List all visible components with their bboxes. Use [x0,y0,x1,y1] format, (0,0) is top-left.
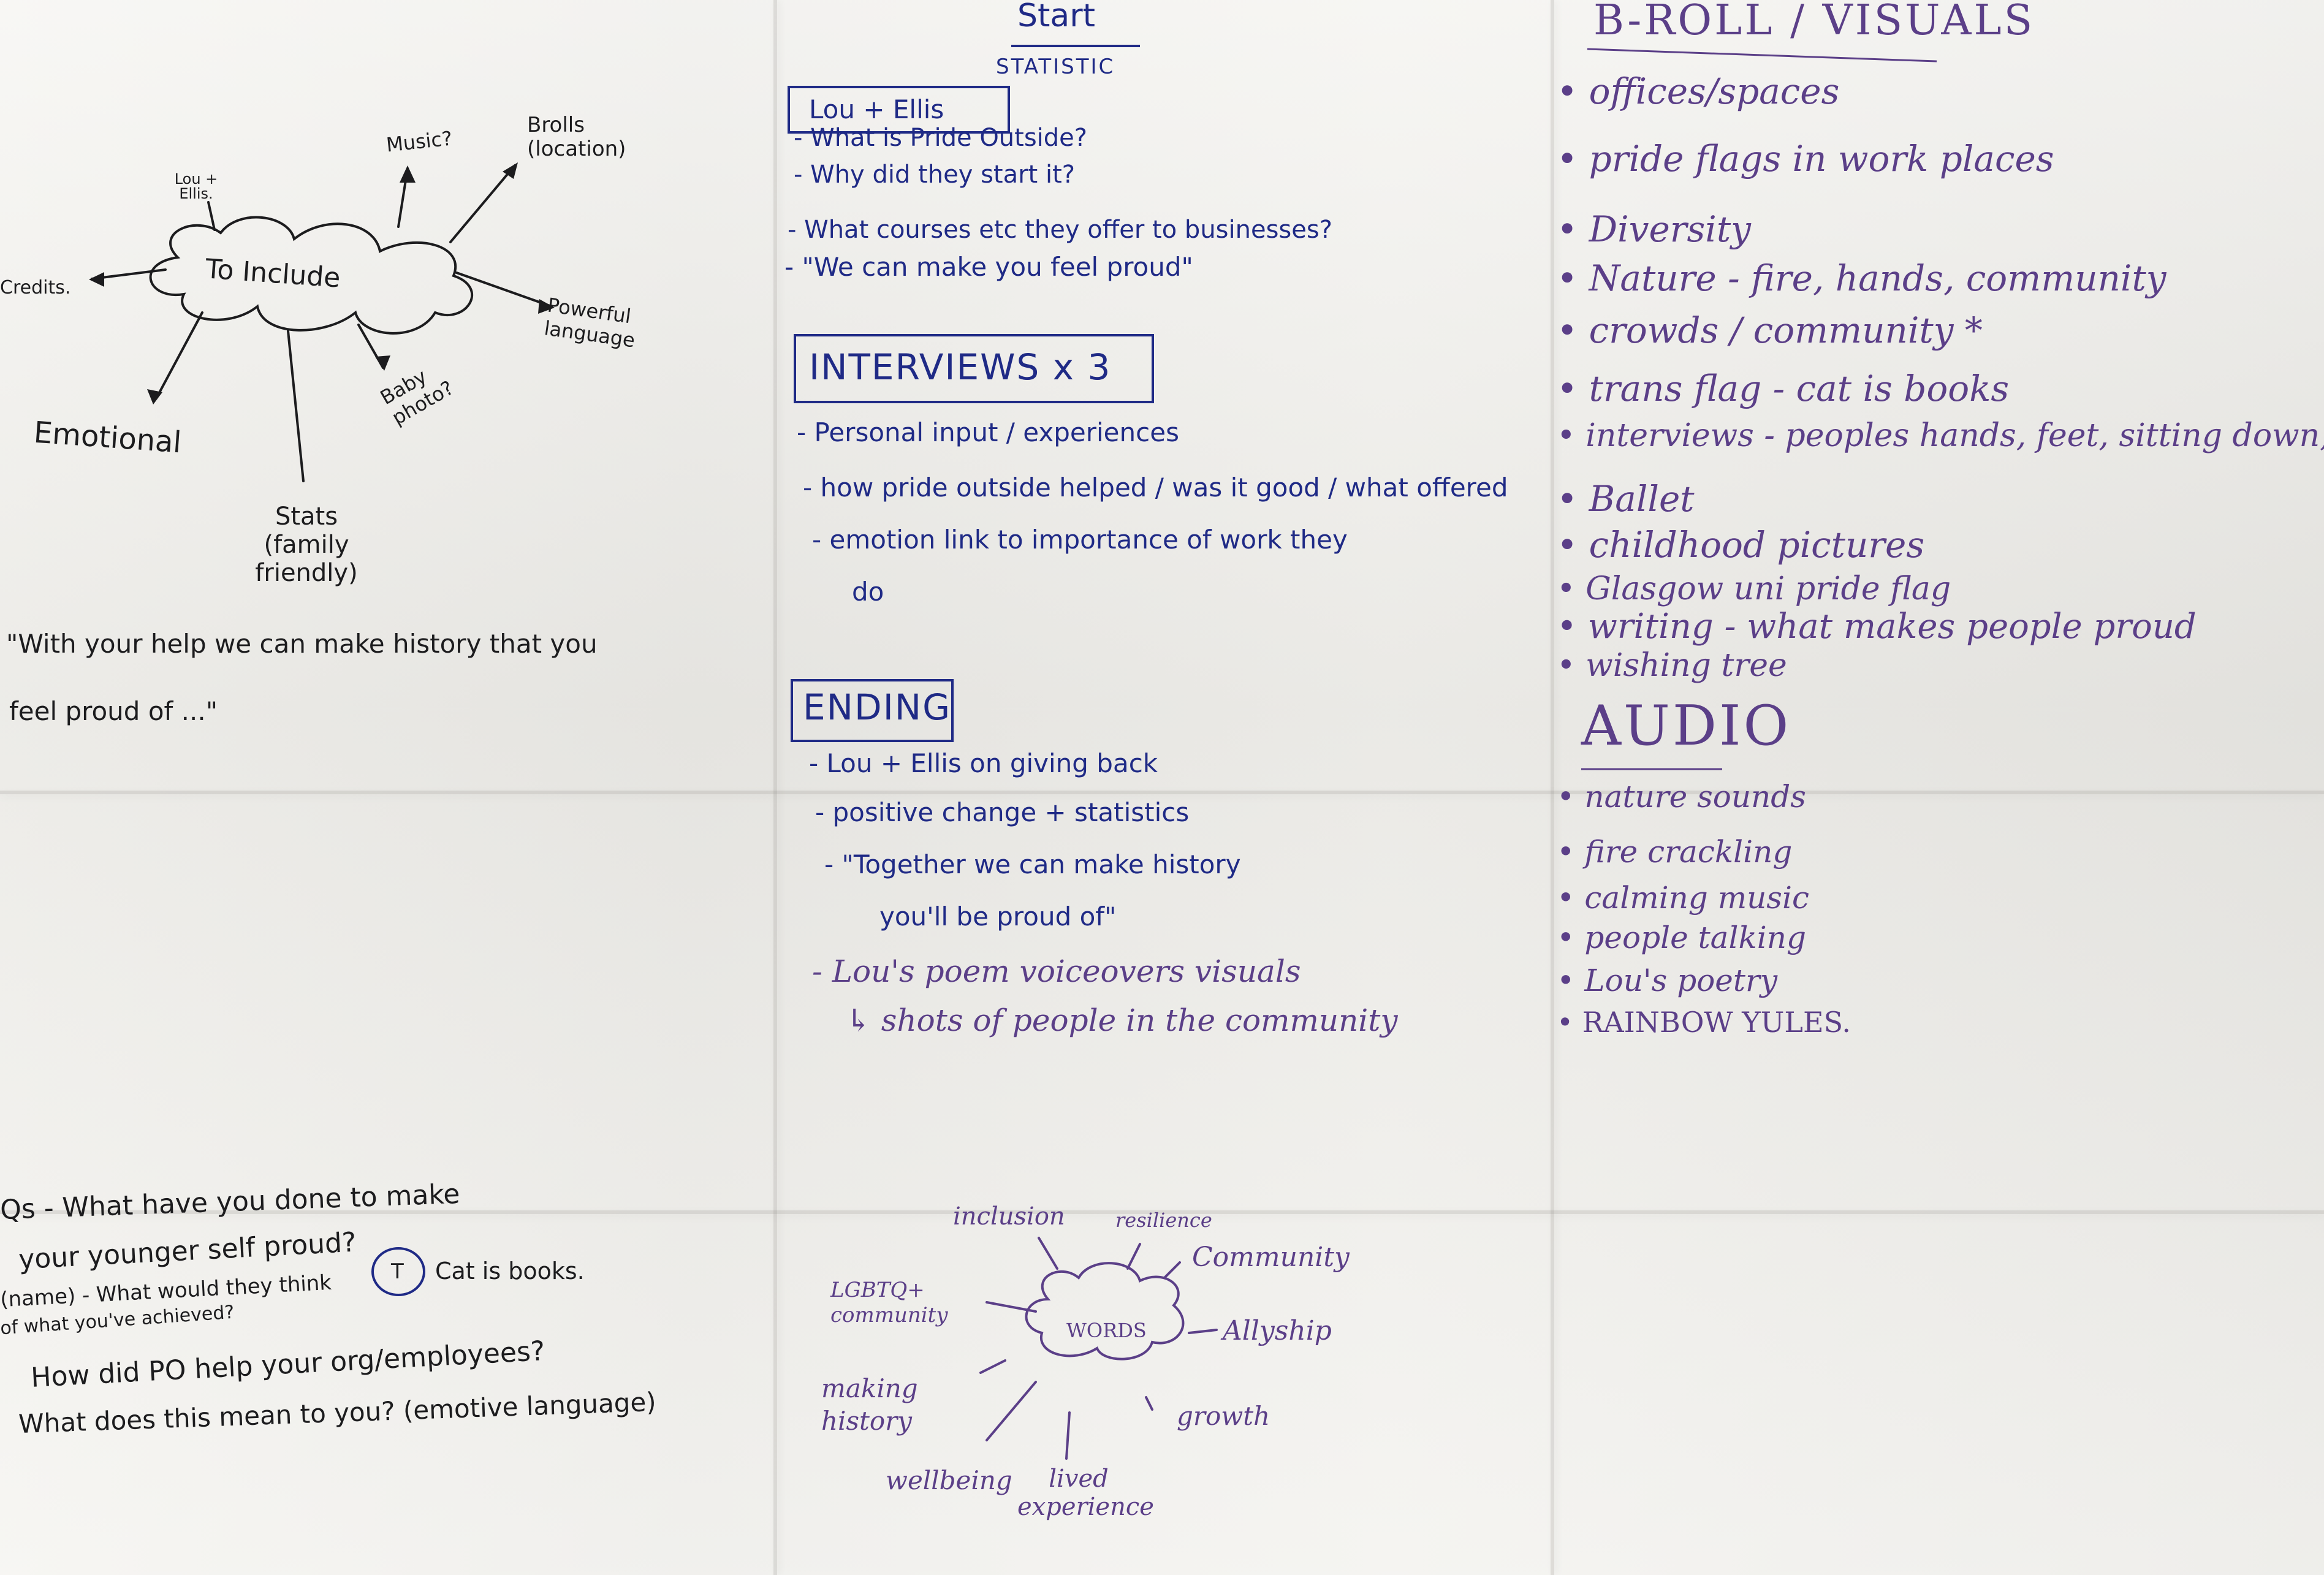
broll-item-10: • Glasgow uni pride flag [1557,571,1951,607]
words-cloud [1025,1262,1185,1361]
lou-ellis-box [788,86,1010,134]
start-item-1: - What is Pride Outside? [794,124,1088,152]
broll-item-3: • Diversity [1557,208,1751,250]
arrow-emotional [155,311,203,400]
word-growth: growth [1177,1401,1270,1431]
mindmap-credits: Credits. [0,277,71,298]
broll-item-9: • childhood pictures [1557,524,1925,566]
start-box-label: Lou + Ellis [809,94,944,124]
broll-item-8: • Ballet [1557,478,1695,520]
audio-item-3: • calming music [1557,880,1809,916]
broll-underline [1587,48,1937,63]
audio-item-4: • people talking [1557,920,1806,955]
mindmap-stats: Stats (family friendly) [255,503,358,587]
arrow-stats [287,330,305,482]
include-cloud [149,216,474,335]
quote-line-1: "With your help we can make history that… [6,629,598,659]
word-inclusion: inclusion [953,1202,1065,1231]
word-lgbtq: LGBTQ+ community [830,1278,948,1327]
interviews-item-3: - emotion link to importance of work the… [812,525,1348,555]
word-lived-experience: lived experience [1017,1465,1154,1521]
word-community: Community [1192,1242,1350,1273]
interviews-title: INTERVIEWS x 3 [809,346,1112,388]
question-cat-books: Cat is books. [435,1258,585,1285]
audio-item-1: • nature sounds [1557,779,1806,814]
word-allyship: Allyship [1223,1315,1332,1346]
fold-crease [0,1210,2324,1214]
ending-box [791,679,954,742]
interviews-item-2: - how pride outside helped / was it good… [803,473,1508,503]
circle-T [371,1247,426,1296]
broll-item-11: • writing - what makes people proud [1557,607,2197,647]
broll-item-2: • pride flags in work places [1557,138,2054,180]
start-item-2: - Why did they start it? [794,161,1075,189]
start-item-3: - What courses etc they offer to busines… [788,216,1332,244]
words-center: WORDS [1066,1319,1147,1342]
start-item-4: - "We can make you feel proud" [784,252,1193,282]
broll-item-7: • interviews - peoples hands, feet, sitt… [1557,417,2324,454]
interviews-item-1: - Personal input / experiences [797,417,1179,447]
arrow-brolls [449,164,516,243]
fold-crease [1551,0,1554,1575]
ending-purple-1: - Lou's poem voiceovers visuals [812,954,1301,989]
arrow-powerful [455,271,553,308]
audio-item-2: • fire crackling [1557,834,1793,870]
fold-crease [773,0,777,1575]
fold-crease [0,791,2324,794]
audio-title: AUDIO [1581,694,1791,758]
quote-line-2: feel proud of ..." [9,696,218,726]
ending-item-4: you'll be proud of" [879,901,1117,932]
ending-item-1: - Lou + Ellis on giving back [809,748,1158,778]
start-title: Start [1017,0,1096,34]
broll-item-5: • crowds / community * [1557,309,1983,351]
broll-item-4: • Nature - fire, hands, community [1557,257,2166,299]
ending-item-2: - positive change + statistics [815,797,1190,827]
interviews-item-4: do [852,577,884,607]
broll-title: B-ROLL / VISUALS [1593,0,2035,45]
ending-title: ENDING [803,686,952,728]
word-wellbeing: wellbeing [886,1465,1012,1495]
start-subtitle: STATISTIC [996,55,1115,79]
broll-item-6: • trans flag - cat is books [1557,368,2010,409]
circle-T-label: T [391,1259,404,1284]
broll-item-12: • wishing tree [1557,647,1787,684]
word-resilience: resilience [1115,1209,1212,1232]
audio-item-6: • RAINBOW YULES. [1557,1006,1851,1039]
word-making-history: making history [821,1373,918,1436]
ending-item-3: - "Together we can make history [824,849,1241,879]
ending-purple-2: ↳ shots of people in the community [846,1003,1398,1038]
audio-item-5: • Lou's poetry [1557,963,1778,998]
interviews-box [794,334,1154,403]
mindmap-brolls: Brolls (location) [527,113,626,162]
broll-item-1: • offices/spaces [1557,70,1840,112]
mindmap-lou-ellis: Lou + Ellis. [174,170,218,202]
arrow-lou-ellis [207,201,216,231]
